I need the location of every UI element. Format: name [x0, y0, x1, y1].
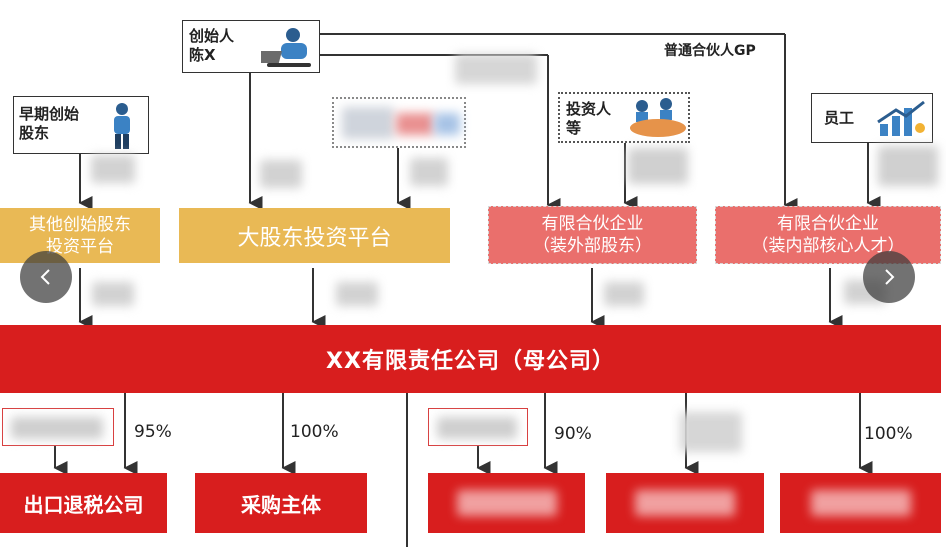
redacted-label — [260, 160, 302, 188]
other-founders-platform: 其他创始股东 投资平台 — [0, 208, 160, 263]
redacted-label — [680, 412, 742, 452]
percentage-label: 100% — [864, 424, 913, 444]
redacted-investor-box — [332, 97, 466, 148]
carousel-next-button[interactable] — [863, 251, 915, 303]
investors-label: 投资人 等 — [566, 100, 612, 137]
redacted-label — [410, 158, 448, 186]
percentage-label: 100% — [290, 422, 339, 442]
redacted-label — [92, 282, 134, 306]
lp-internal-title: 有限合伙企业 — [777, 214, 879, 234]
lp-external-subtitle: （装外部股东） — [533, 236, 652, 256]
redacted-label — [604, 282, 644, 306]
redacted-label — [91, 155, 135, 183]
lp-internal-platform: 有限合伙企业 （装内部核心人才） — [715, 206, 941, 264]
redacted-subsidiary — [606, 473, 764, 533]
employees-box: 员工 — [811, 93, 933, 143]
redacted-subsidiary — [780, 473, 941, 533]
lp-external-title: 有限合伙企业 — [541, 214, 644, 234]
procurement-entity: 采购主体 — [195, 473, 367, 533]
investors-box: 投资人 等 — [558, 92, 690, 143]
founder-label: 创始人 陈X — [189, 27, 235, 64]
parent-company-bar: XX有限责任公司（母公司） — [0, 325, 941, 393]
lp-internal-subtitle: （装内部核心人才） — [751, 236, 905, 256]
redacted-subsidiary — [428, 473, 585, 533]
redacted-label — [455, 54, 537, 84]
redacted-holding-box — [2, 408, 114, 446]
chevron-left-icon — [40, 269, 50, 285]
early-founders-box: 早期创始 股东 — [13, 96, 149, 154]
chevron-right-icon — [885, 269, 895, 285]
gp-label: 普通合伙人GP — [664, 43, 756, 59]
percentage-label: 90% — [554, 424, 592, 444]
employees-label: 员工 — [824, 109, 855, 127]
export-rebate-company: 出口退税公司 — [0, 473, 167, 533]
redacted-label — [628, 148, 688, 184]
major-shareholder-platform: 大股东投资平台 — [179, 208, 450, 263]
early-founders-label: 早期创始 股东 — [19, 105, 80, 142]
redacted-label — [878, 146, 938, 186]
lp-external-platform: 有限合伙企业 （装外部股东） — [488, 206, 697, 264]
meeting-table-icon — [630, 98, 686, 137]
redacted-label — [336, 282, 378, 306]
redacted-holding-box — [428, 408, 528, 446]
person-laptop-icon — [261, 28, 311, 67]
percentage-label: 95% — [134, 422, 172, 442]
growth-chart-icon — [877, 100, 925, 136]
founder-box: 创始人 陈X — [182, 20, 320, 73]
person-standing-icon — [114, 103, 130, 149]
carousel-prev-button[interactable] — [20, 251, 72, 303]
